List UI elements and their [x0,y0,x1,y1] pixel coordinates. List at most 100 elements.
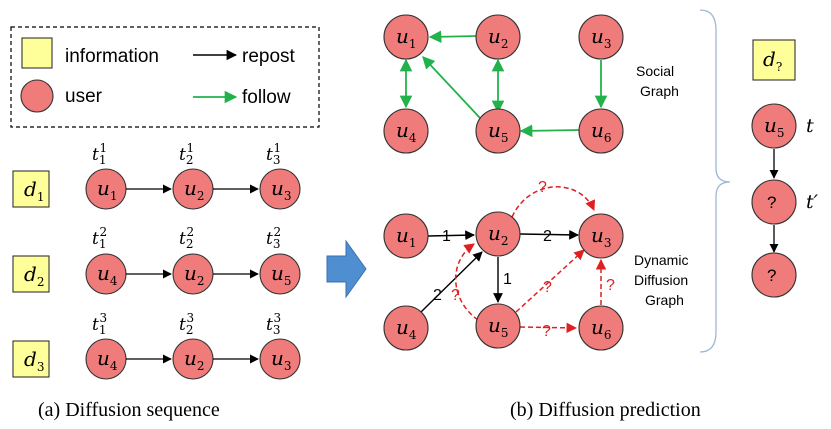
svg-text:u6: u6 [591,315,612,342]
time-label-t3-2: t32 [266,225,281,251]
svg-text:u1: u1 [97,176,118,203]
svg-text:u5: u5 [488,118,509,145]
legend-user-label: user [65,86,103,107]
svg-text:u3: u3 [591,24,612,51]
repost-u2-u3 [519,229,579,240]
repost-u1-u2 [427,230,475,241]
weight-u4-u2: 2 [433,287,442,304]
dynamic-node-u4 [383,305,429,351]
svg-text:u2: u2 [184,346,205,373]
doc-unknown-square [752,39,796,81]
caption-right: (b) Diffusion prediction [510,399,701,421]
svg-text:u4: u4 [396,118,417,145]
predicted-label-u5-u6: ? [542,323,551,340]
legend-repost-label: repost [242,46,296,67]
social-graph: u1 u2 u3 u4 u5 u6 Social Graph [383,14,679,154]
social-node-u4 [383,108,429,154]
predicted-label-u6-u3: ? [606,277,615,294]
legend-user-circle [20,79,54,113]
time-label-t1-3: t13 [92,311,107,337]
svg-text:u6: u6 [591,118,612,145]
svg-text:u1: u1 [396,24,417,51]
dynamic-node-u1 [383,213,429,259]
predicted-label-u2-u3: ? [538,179,547,196]
svg-text:d?: d? [763,47,782,74]
time-label-t: t [806,115,814,137]
weight-u2-u3: 2 [543,228,552,245]
follow-u6-u5 [519,124,581,138]
svg-text:u5: u5 [764,113,785,140]
svg-text:u4: u4 [396,315,417,342]
svg-text:u3: u3 [591,223,612,250]
right-brace [699,9,731,353]
doc-d1-label: d [24,177,37,201]
time-label-t2-3: t23 [179,311,194,337]
svg-text:d1: d1 [24,177,44,204]
time-label-t2-2: t22 [179,225,194,251]
social-node-u5 [475,108,521,154]
weight-u2-u5: 1 [503,271,512,288]
svg-text:u3: u3 [271,176,292,203]
svg-text:u4: u4 [97,346,118,373]
sequence-row-1: d1 1 t11 t21 t31 u1 u2 u3 [12,141,301,210]
caption-left: (a) Diffusion sequence [38,399,220,421]
dynamic-node-u2 [475,211,521,257]
seq2-user-node-3 [259,253,301,295]
social-node-u6 [578,108,624,154]
time-label-t3-1: t31 [266,141,281,167]
predicted-label-u5-u3: ? [543,279,552,296]
prediction-node-unknown-2 [751,252,797,298]
predicted-u2-u3 [511,186,596,218]
svg-text:u2: u2 [488,24,509,51]
legend-follow-label: follow [242,87,291,108]
svg-text:u5: u5 [271,261,292,288]
time-label-t1-1: t11 [92,141,107,167]
predicted-u5-u2 [454,243,479,321]
dynamic-graph-label-line1: Dynamic [634,252,688,268]
prediction-column: d? u5 ? ? t t′ [751,39,819,298]
svg-text:u4: u4 [97,261,118,288]
dynamic-diffusion-graph: 1 2 1 2 ? ? ? ? ? u1 u2 u3 u4 u5 u6 Dyna… [383,179,688,351]
svg-text:d3: d3 [24,347,44,374]
svg-text:u1: u1 [396,223,417,250]
legend: information user repost follow [10,26,320,128]
dynamic-node-u6 [578,305,624,351]
dynamic-node-u5 [475,303,521,349]
doc-d3-square [12,340,50,378]
predicted-u5-u3 [515,249,585,313]
svg-text:u3: u3 [271,346,292,373]
follow-u5-u1 [422,56,481,119]
svg-text:u2: u2 [488,221,509,248]
predicted-label-u5-u2: ? [451,287,460,304]
seq3-user-node-3 [259,338,301,380]
repost-u4-u2 [420,251,483,313]
social-node-u2 [475,14,521,60]
prediction-node-unknown-1 [751,179,797,225]
prediction-unknown-1: ? [767,193,776,212]
doc-d2-label: d [24,262,37,286]
svg-text:u2: u2 [184,261,205,288]
sequence-row-3: d3 t13 t23 t33 u4 u2 u3 [12,311,301,380]
seq1-user-node-3 [259,168,301,210]
social-graph-label-line2: Graph [640,83,679,99]
prediction-unknown-2: ? [767,266,776,285]
legend-information-square [21,37,53,69]
follow-u2-u1 [428,30,479,44]
sequence-row-2: d2 t12 t22 t32 u4 u2 u5 [12,225,301,295]
dynamic-graph-label-line3: Graph [645,292,684,308]
svg-text:u5: u5 [488,313,509,340]
block-arrow-right-icon [326,239,367,299]
doc-d1-square [12,170,50,208]
predicted-u5-u6 [519,322,578,334]
time-label-t1-2: t12 [92,225,107,251]
time-label-t2-1: t21 [179,141,194,167]
social-node-u1 [383,14,429,60]
social-graph-label-line1: Social [636,63,674,79]
dynamic-node-u3 [578,213,624,259]
time-label-t-prime: t′ [806,191,819,213]
svg-text:u2: u2 [184,176,205,203]
dynamic-graph-label-line2: Diffusion [634,272,688,288]
svg-text:d2: d2 [24,262,44,289]
doc-d2-square [12,255,50,293]
